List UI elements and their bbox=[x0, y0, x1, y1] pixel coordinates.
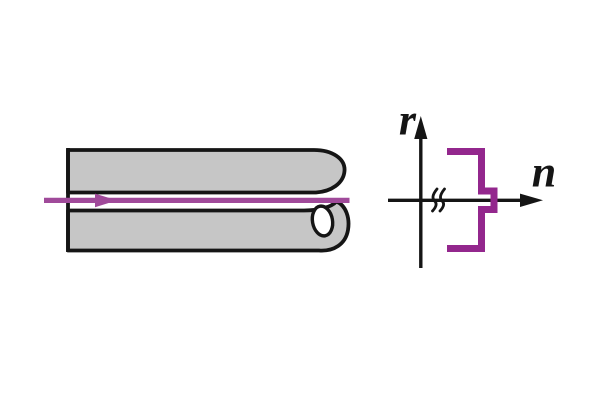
light-ray-arrowhead-icon bbox=[95, 193, 117, 208]
fiber-core-endface bbox=[310, 204, 335, 238]
optical-fiber-illustration bbox=[44, 148, 351, 253]
r-axis-arrowhead-icon bbox=[414, 116, 428, 139]
fiber-cladding-top bbox=[66, 148, 347, 195]
fiber-cladding-bottom bbox=[66, 199, 351, 253]
refractive-index-profile-graph: r n bbox=[388, 96, 556, 268]
axis-break-mark-2 bbox=[438, 187, 446, 213]
n-axis-label: n bbox=[532, 148, 556, 197]
n-axis-arrowhead-icon bbox=[520, 193, 543, 207]
axis-break-mark-1 bbox=[431, 187, 439, 213]
step-index-profile-curve bbox=[447, 148, 498, 252]
axis-break-icon bbox=[431, 187, 446, 213]
r-axis-label: r bbox=[399, 96, 417, 145]
